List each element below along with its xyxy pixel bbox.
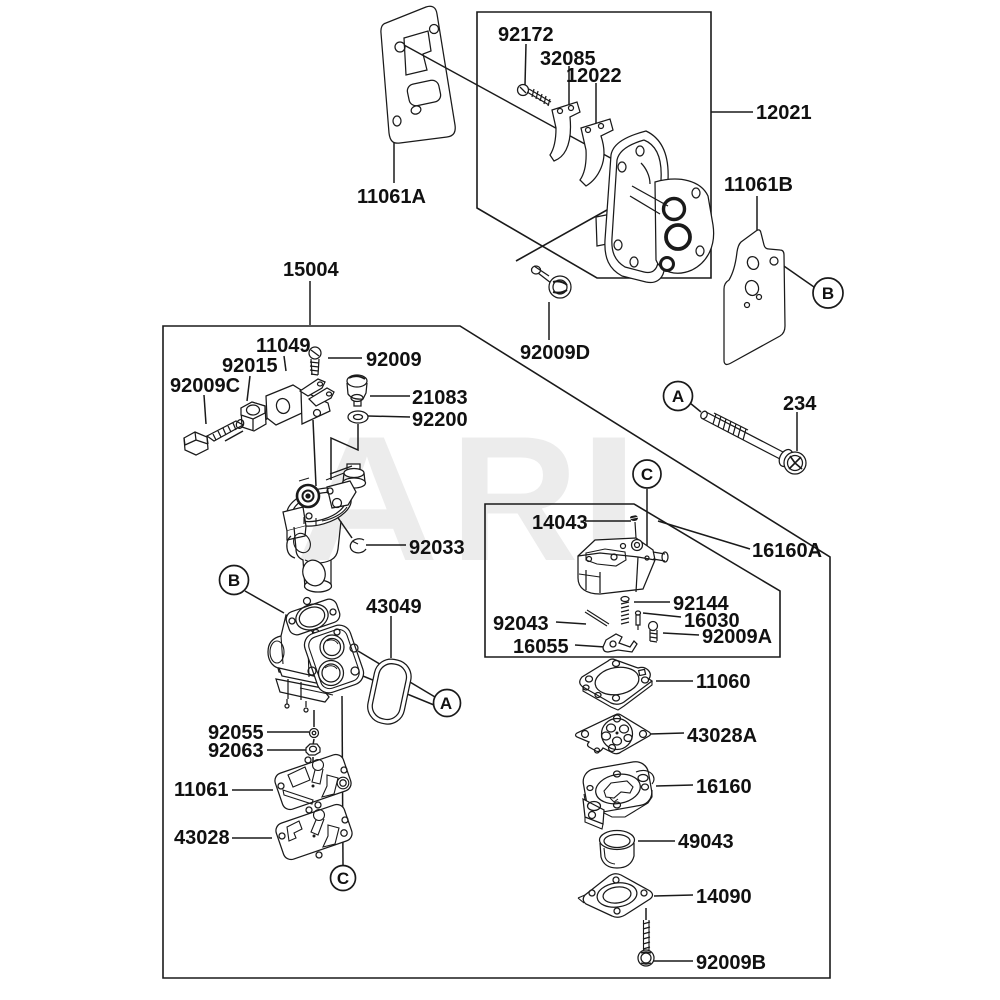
svg-text:92009A: 92009A bbox=[702, 626, 772, 648]
svg-text:32085: 32085 bbox=[540, 48, 596, 70]
svg-text:A: A bbox=[440, 694, 452, 713]
svg-text:92172: 92172 bbox=[498, 24, 554, 46]
svg-text:92200: 92200 bbox=[412, 409, 468, 431]
svg-text:43049: 43049 bbox=[366, 596, 422, 618]
svg-text:92033: 92033 bbox=[409, 537, 465, 559]
svg-text:11061A: 11061A bbox=[357, 186, 426, 208]
svg-text:16030: 16030 bbox=[684, 610, 740, 632]
svg-text:92009: 92009 bbox=[366, 349, 422, 371]
svg-text:C: C bbox=[337, 869, 349, 888]
svg-text:R: R bbox=[450, 399, 579, 598]
svg-text:11061B: 11061B bbox=[724, 174, 793, 196]
svg-text:234: 234 bbox=[783, 393, 817, 415]
svg-text:49043: 49043 bbox=[678, 831, 734, 853]
svg-text:43028A: 43028A bbox=[687, 725, 757, 747]
svg-text:92144: 92144 bbox=[673, 593, 729, 615]
svg-text:92015: 92015 bbox=[222, 355, 278, 377]
svg-text:11060: 11060 bbox=[696, 671, 751, 693]
svg-text:21083: 21083 bbox=[412, 387, 468, 409]
svg-text:92063: 92063 bbox=[208, 740, 264, 762]
svg-text:92055: 92055 bbox=[208, 722, 264, 744]
svg-text:15004: 15004 bbox=[283, 259, 339, 281]
svg-text:16055: 16055 bbox=[513, 636, 569, 658]
svg-text:B: B bbox=[228, 571, 240, 590]
svg-text:B: B bbox=[822, 284, 834, 303]
svg-text:A: A bbox=[672, 387, 684, 406]
svg-text:92043: 92043 bbox=[493, 613, 549, 635]
svg-text:92009C: 92009C bbox=[170, 375, 240, 397]
svg-text:11049: 11049 bbox=[256, 335, 311, 357]
svg-text:16160A: 16160A bbox=[752, 540, 822, 562]
svg-text:12021: 12021 bbox=[756, 102, 812, 124]
svg-text:43028: 43028 bbox=[174, 827, 230, 849]
svg-text:12022: 12022 bbox=[566, 65, 622, 87]
svg-text:92009D: 92009D bbox=[520, 342, 590, 364]
svg-text:92009B: 92009B bbox=[696, 952, 766, 974]
svg-text:16160: 16160 bbox=[696, 776, 752, 798]
svg-text:14043: 14043 bbox=[532, 512, 588, 534]
svg-text:14090: 14090 bbox=[696, 886, 752, 908]
svg-text:11061: 11061 bbox=[174, 779, 229, 801]
svg-text:C: C bbox=[641, 465, 653, 484]
